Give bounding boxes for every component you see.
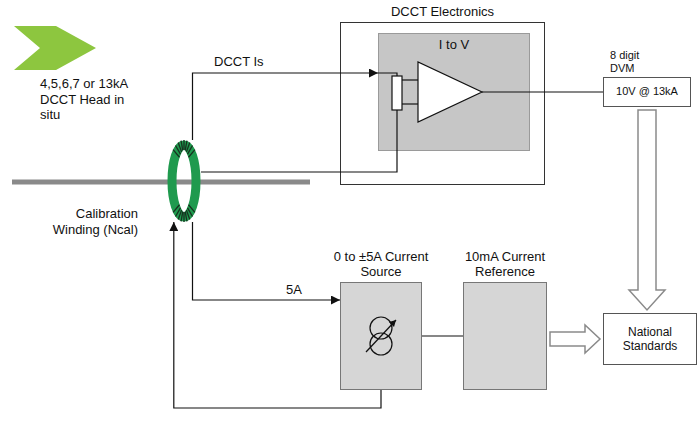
box-heading: 0 to ±5A Current Source [333,249,429,280]
box-label: I to V [435,34,473,55]
winding-label: Calibration Winding (Ncal) [28,206,138,237]
reference-wire [422,335,463,336]
signal-wire [201,151,397,172]
box-label: National Standards [604,323,696,356]
coil-winding [185,141,187,151]
coil-winding [181,212,183,222]
coil-winding [173,205,179,213]
national-standards-box: National Standards [603,313,697,365]
box-heading: 8 digit DVM [610,49,662,75]
box-heading: 10mA Current Reference [457,249,553,280]
box-label: 10V @ 13kA [612,83,682,100]
internal-wire [396,110,397,151]
signal-wire [193,73,379,140]
busbar [12,180,310,185]
signal-label: 5A [284,282,304,298]
toroid-ring [167,140,201,222]
output-wire [530,91,603,92]
dcct-head: 4,5,6,7 or 13kA DCCT Head in situ [167,140,201,222]
coil-winding [183,140,184,150]
internal-wire [402,79,418,80]
signal-label: DCCT Is [212,54,266,70]
dvm-box: 8 digit DVM10V @ 13kA [603,77,691,107]
coil-winding [181,141,183,151]
current-reference-box: 10mA Current Reference [463,282,547,390]
coil-winding [183,212,184,222]
resistor-symbol [392,76,402,110]
traceability-arrow [550,325,600,353]
internal-wire [402,103,418,104]
box-heading: 4,5,6,7 or 13kA DCCT Head in situ [40,76,140,123]
calibration-wire [193,222,341,300]
chevron-arrow [14,26,96,70]
box-heading: DCCT Electronics [353,4,533,20]
coil-winding [188,150,194,158]
internal-wire [482,91,530,92]
coil-winding [185,212,187,222]
toroid-core [172,145,196,217]
traceability-arrow [629,110,665,310]
